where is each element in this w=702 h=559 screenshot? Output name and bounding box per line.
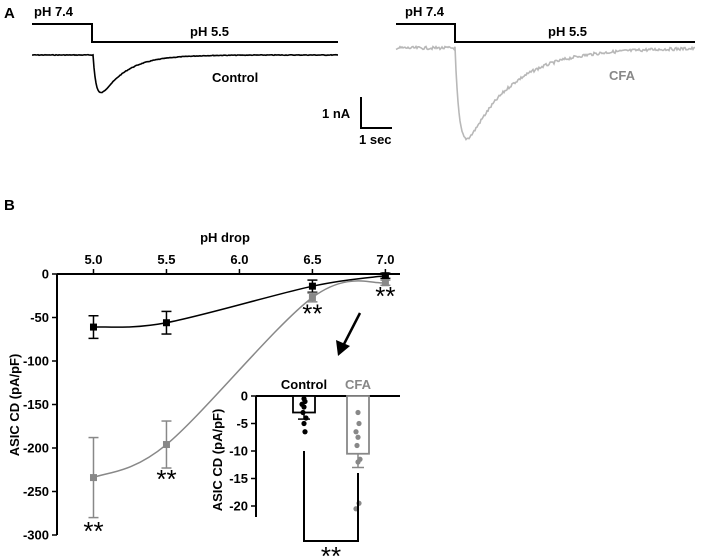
- series-curve-control: [93, 274, 386, 328]
- cfa-ph-start-label: pH 7.4: [405, 4, 445, 19]
- data-point-control: [162, 319, 170, 327]
- main-y-tick-label: -250: [23, 484, 49, 499]
- main-y-axis-title: ASIC CD (pA/pF): [7, 354, 22, 457]
- control-recording: pH 7.4 pH 5.5 Control: [31, 4, 338, 94]
- cfa-current-trace: [395, 45, 696, 141]
- inset-data-point: [353, 429, 359, 435]
- panel-b-label: B: [4, 197, 15, 214]
- inset-y-tick-label: -15: [229, 471, 248, 486]
- data-point-cfa: [308, 293, 316, 301]
- inset-y-tick-label: -10: [229, 444, 248, 459]
- arrow-shaft: [341, 312, 362, 347]
- control-ph-start-label: pH 7.4: [34, 4, 74, 19]
- data-point-control: [308, 282, 316, 290]
- main-x-tick-label: 5.5: [157, 252, 175, 267]
- data-point-control: [89, 323, 97, 331]
- significance-annotation: **: [375, 281, 395, 311]
- scale-bar-current-label: 1 nA: [322, 106, 351, 121]
- scale-bar: 1 nA 1 sec: [322, 97, 392, 147]
- inset-category-label: Control: [281, 377, 327, 392]
- data-point-cfa: [89, 474, 97, 482]
- inset-data-point: [355, 459, 361, 465]
- inset-data-point: [300, 409, 306, 416]
- inset-data-point: [302, 429, 308, 435]
- significance-annotation: **: [302, 299, 322, 329]
- cfa-recording: pH 7.4 pH 5.5 CFA: [395, 4, 696, 141]
- arrow-head: [336, 340, 350, 356]
- inset-data-point: [303, 415, 309, 421]
- inset-y-tick-label: -20: [229, 499, 248, 514]
- control-current-trace: [31, 53, 338, 94]
- main-x-tick-label: 6.5: [303, 252, 321, 267]
- inset-category-label: CFA: [345, 377, 372, 392]
- scale-bar-time-label: 1 sec: [359, 132, 392, 147]
- significance-bracket: [303, 451, 359, 542]
- main-y-tick-label: -200: [23, 441, 49, 456]
- main-x-axis-title: pH drop: [200, 230, 250, 245]
- inset-data-point: [356, 420, 362, 427]
- control-ph-protocol: [32, 23, 338, 43]
- cfa-ph-end-label: pH 5.5: [548, 24, 587, 39]
- main-x-tick-label: 7.0: [376, 252, 394, 267]
- inset-data-point: [355, 434, 361, 440]
- main-y-tick-label: -300: [23, 528, 49, 543]
- significance-annotation: **: [83, 516, 103, 546]
- data-point-control: [381, 272, 389, 280]
- ph-dose-response-chart: pH drop ASIC CD (pA/pF) 5.0 5.5 6.0 6.5 7.0 0…: [7, 230, 400, 546]
- main-y-tick-label: -100: [23, 354, 49, 369]
- data-point-cfa: [162, 441, 170, 449]
- panel-a-label: A: [4, 5, 15, 22]
- data-point-cfa: [381, 279, 389, 287]
- control-trace-label: Control: [212, 70, 258, 85]
- inset-bar-chart: ASIC CD (pA/pF) 0 -5 -10 -15 -20 Control CFA **: [210, 377, 400, 559]
- inset-data-point: [355, 409, 361, 416]
- cfa-trace-label: CFA: [609, 68, 636, 83]
- cfa-ph-protocol: [396, 23, 695, 43]
- inset-data-point: [301, 420, 307, 427]
- inset-significance-label: **: [321, 541, 341, 559]
- main-y-tick-label: -150: [23, 397, 49, 412]
- series-curve-cfa: [93, 280, 386, 479]
- main-x-tick-label: 5.0: [84, 252, 102, 267]
- inset-y-tick-label: 0: [241, 389, 248, 404]
- inset-data-point: [301, 404, 307, 410]
- significance-annotation: **: [156, 464, 176, 494]
- inset-y-tick-label: -5: [236, 416, 248, 431]
- main-x-tick-label: 6.0: [230, 252, 248, 267]
- main-y-tick-label: 0: [42, 267, 49, 282]
- main-y-tick-label: -50: [30, 310, 49, 325]
- inset-data-point: [354, 442, 360, 449]
- inset-pointer-arrow: [336, 312, 362, 356]
- control-ph-end-label: pH 5.5: [190, 24, 229, 39]
- inset-y-axis-title: ASIC CD (pA/pF): [210, 409, 225, 512]
